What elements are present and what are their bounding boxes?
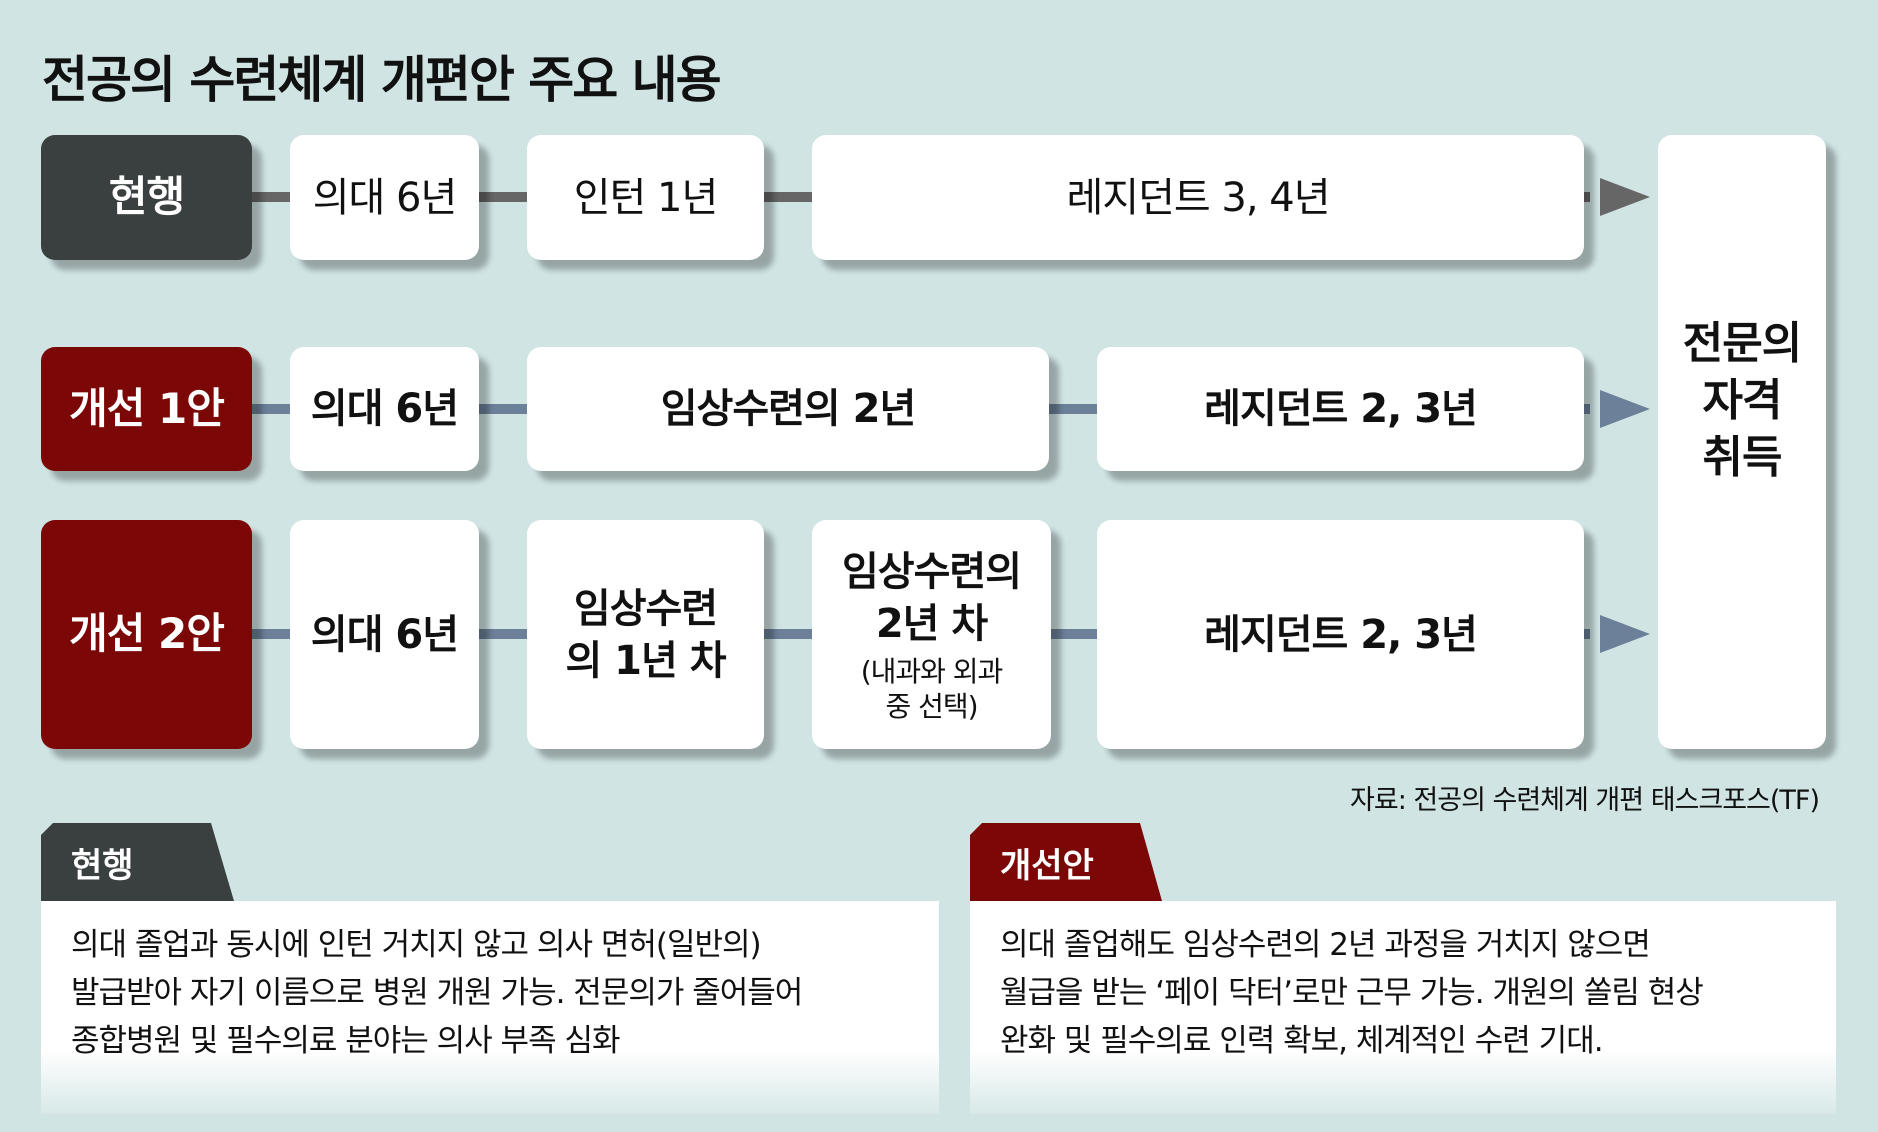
panel-current: 의대 졸업과 동시에 인턴 거치지 않고 의사 면허(일반의) 발급받아 자기 … — [41, 901, 939, 1114]
panel-tab-proposal: 개선안 — [970, 823, 1162, 901]
panel-line: 종합병원 및 필수의료 분야는 의사 부족 심화 — [71, 1023, 620, 1059]
row-label-proposal-2: 개선 2안 — [41, 520, 252, 749]
step-med-school: 의대 6년 — [290, 135, 479, 260]
step-resident: 레지던트 3, 4년 — [812, 135, 1584, 260]
source-note: 자료: 전공의 수련체계 개편 태스크포스(TF) — [1350, 785, 1820, 816]
panel-tab-current: 현행 — [41, 823, 234, 901]
final-specialist: 전문의 자격 취득 — [1658, 135, 1826, 749]
page-title: 전공의 수련체계 개편안 주요 내용 — [42, 51, 722, 109]
step-intern: 인턴 1년 — [527, 135, 764, 260]
row-label-proposal-1: 개선 1안 — [41, 347, 252, 471]
step-note: (내과와 외과 중 선택) — [860, 654, 1004, 723]
step-resident: 레지던트 2, 3년 — [1097, 347, 1584, 471]
step-med-school: 의대 6년 — [290, 347, 479, 471]
panel-line: 의대 졸업해도 임상수련의 2년 과정을 거치지 않으면 — [1000, 927, 1651, 963]
panel-line: 발급받아 자기 이름으로 병원 개원 가능. 전문의가 줄어들어 — [71, 975, 803, 1011]
arrow-icon — [1600, 178, 1650, 216]
arrow-icon — [1600, 390, 1650, 428]
step-med-school: 의대 6년 — [290, 520, 479, 749]
step-clinical-year-2-label: 임상수련의 2년 차 — [842, 548, 1022, 647]
step-resident: 레지던트 2, 3년 — [1097, 520, 1584, 749]
panel-line: 완화 및 필수의료 인력 확보, 체계적인 수련 기대. — [1000, 1023, 1604, 1059]
step-clinical-year-2: 임상수련의 2년 차 (내과와 외과 중 선택) — [812, 520, 1051, 749]
row-label-current: 현행 — [41, 135, 252, 260]
step-clinical-year-1: 임상수련의 1년 차 — [527, 520, 764, 749]
arrow-icon — [1600, 615, 1650, 653]
panel-line: 월급을 받는 ‘페이 닥터’로만 근무 가능. 개원의 쏠림 현상 — [1000, 975, 1704, 1011]
step-clinical-training: 임상수련의 2년 — [527, 347, 1049, 471]
panel-line: 의대 졸업과 동시에 인턴 거치지 않고 의사 면허(일반의) — [71, 927, 762, 963]
panel-proposal: 의대 졸업해도 임상수련의 2년 과정을 거치지 않으면 월급을 받는 ‘페이 … — [970, 901, 1836, 1114]
